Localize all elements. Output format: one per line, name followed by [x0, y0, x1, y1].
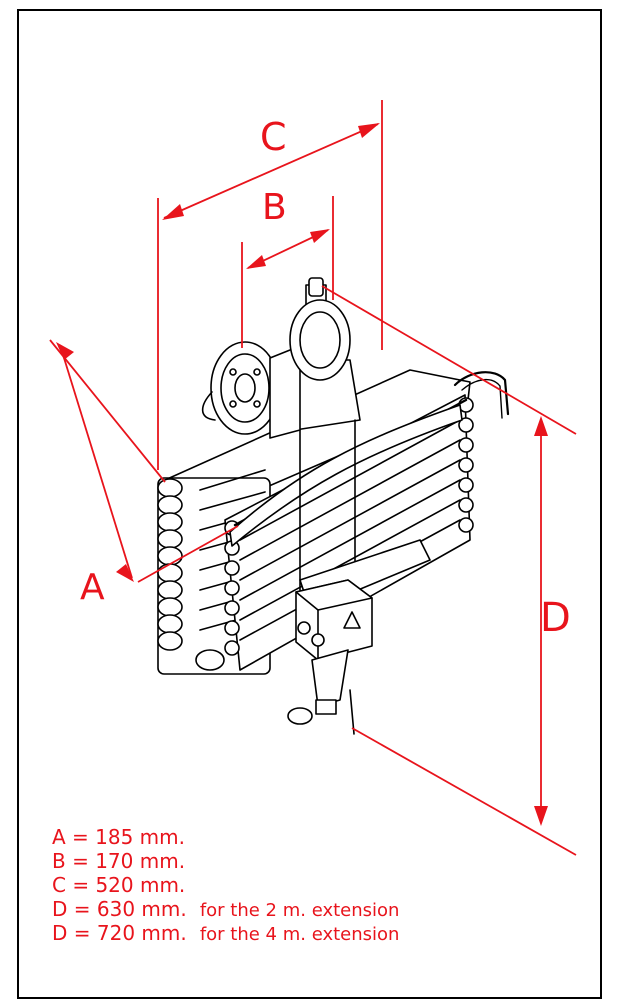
- legend-value: A = 185 mm.: [52, 825, 186, 849]
- legend-row: D = 720 mm. for the 4 m. extension: [52, 921, 399, 945]
- legend-note: for the 4 m. extension: [199, 924, 400, 945]
- control-box: [295, 579, 373, 661]
- dimension-label-b: B: [262, 187, 287, 228]
- dimension-label-d: D: [540, 595, 571, 641]
- legend-row: B = 170 mm.: [52, 849, 399, 873]
- dimensions-legend: A = 185 mm. B = 170 mm. C = 520 mm. D = …: [52, 825, 399, 945]
- left-reel: [201, 341, 301, 439]
- equipment-illustration: [157, 277, 510, 735]
- legend-note: for the 2 m. extension: [199, 900, 400, 921]
- dimension-arrowheads: [56, 123, 548, 826]
- legend-row: C = 520 mm.: [52, 873, 399, 897]
- legend-value: B = 170 mm.: [52, 849, 186, 873]
- legend-row: D = 630 mm. for the 2 m. extension: [52, 897, 399, 921]
- dimension-lines: [49, 100, 577, 856]
- dimension-label-c: C: [260, 115, 287, 159]
- nozzle-assembly: [287, 649, 355, 735]
- legend-row: A = 185 mm.: [52, 825, 399, 849]
- legend-value: D = 720 mm.: [52, 921, 187, 945]
- dimension-label-a: A: [80, 567, 105, 608]
- legend-value: C = 520 mm.: [52, 873, 186, 897]
- legend-value: D = 630 mm.: [52, 897, 187, 921]
- right-reel: [289, 299, 351, 381]
